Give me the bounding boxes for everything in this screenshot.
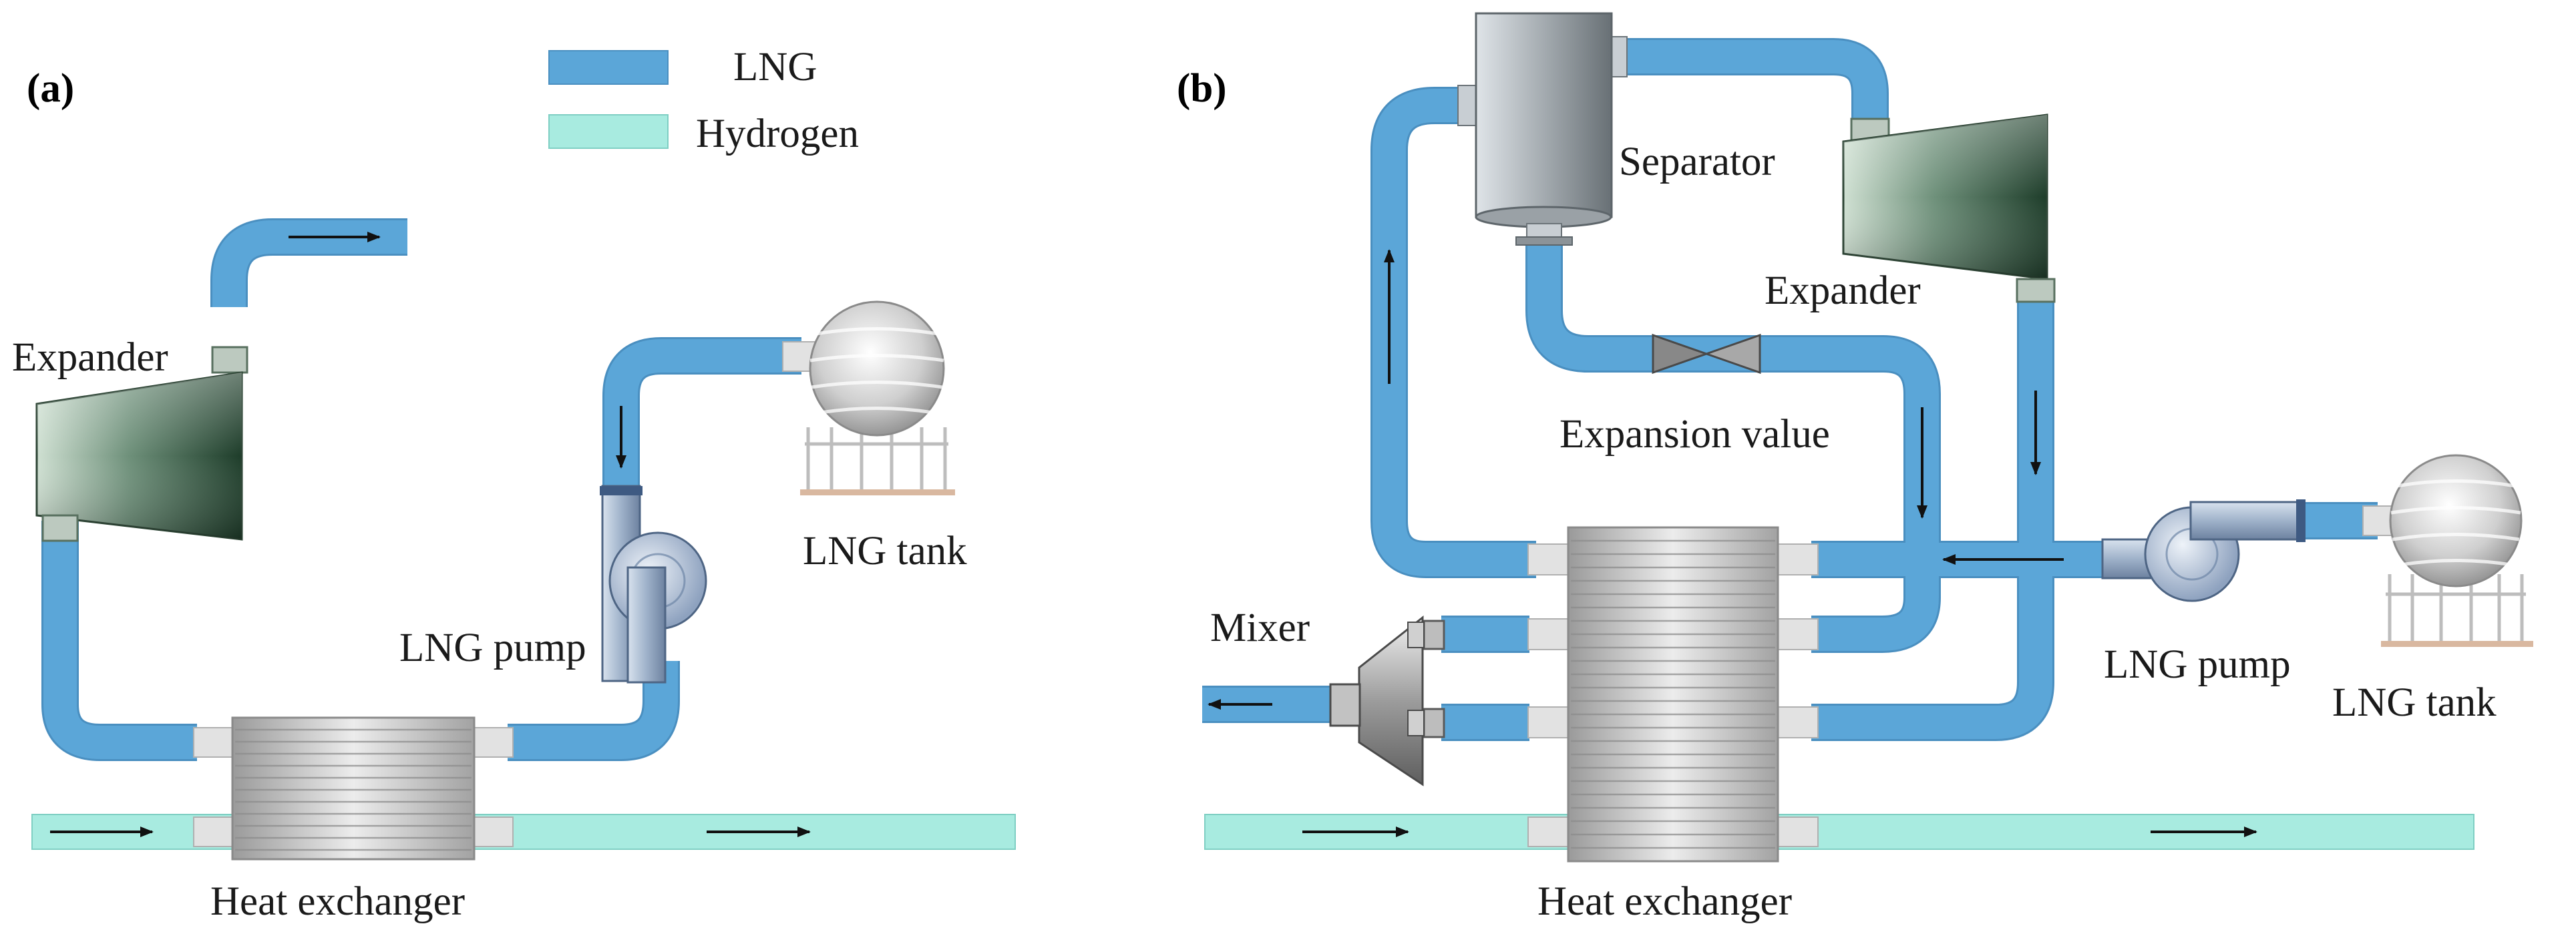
panel-b: (b): [1177, 12, 2533, 924]
separator: [1457, 12, 1628, 246]
heat-exchanger-b-label: Heat exchanger: [1537, 879, 1792, 924]
heat-exchanger-a: [193, 716, 514, 861]
heat-exchanger-b: [1527, 526, 1819, 863]
hydrogen-pipe-a: [31, 814, 1016, 850]
legend-hydrogen-swatch: [548, 114, 669, 149]
panel-a: (a) Expander: [12, 66, 1016, 924]
legend-lng-swatch: [548, 50, 669, 85]
lng-tank-a-label: LNG tank: [803, 529, 967, 573]
mixer: [1329, 615, 1445, 786]
panel-a-tag: (a): [27, 66, 74, 111]
expander-a-label: Expander: [12, 335, 168, 380]
lng-tank-b-label: LNG tank: [2332, 680, 2497, 725]
legend-hydrogen-label: Hydrogen: [696, 111, 859, 156]
expander-b: [1842, 113, 2056, 303]
heat-exchanger-a-label: Heat exchanger: [210, 879, 465, 924]
lng-tank-b: [2362, 454, 2533, 647]
mixer-label: Mixer: [1210, 606, 1310, 650]
legend: LNG Hydrogen: [548, 45, 859, 156]
expansion-valve: [1652, 333, 1761, 375]
lng-pipes-a: [43, 220, 801, 759]
lng-pump-b-label: LNG pump: [2104, 642, 2291, 687]
legend-lng-label: LNG: [733, 45, 817, 89]
separator-label: Separator: [1619, 140, 1775, 184]
expander-b-label: Expander: [1765, 268, 1921, 313]
expansion-valve-label: Expansion value: [1559, 412, 1830, 457]
expander-a: [35, 346, 248, 542]
hydrogen-pipe-b: [1204, 814, 2474, 850]
lng-pump-a-label: LNG pump: [399, 626, 586, 670]
panel-b-tag: (b): [1177, 66, 1227, 111]
lng-pump-a: [600, 485, 707, 684]
lng-pump-b: [2101, 499, 2306, 602]
lng-tank-a: [782, 300, 955, 495]
